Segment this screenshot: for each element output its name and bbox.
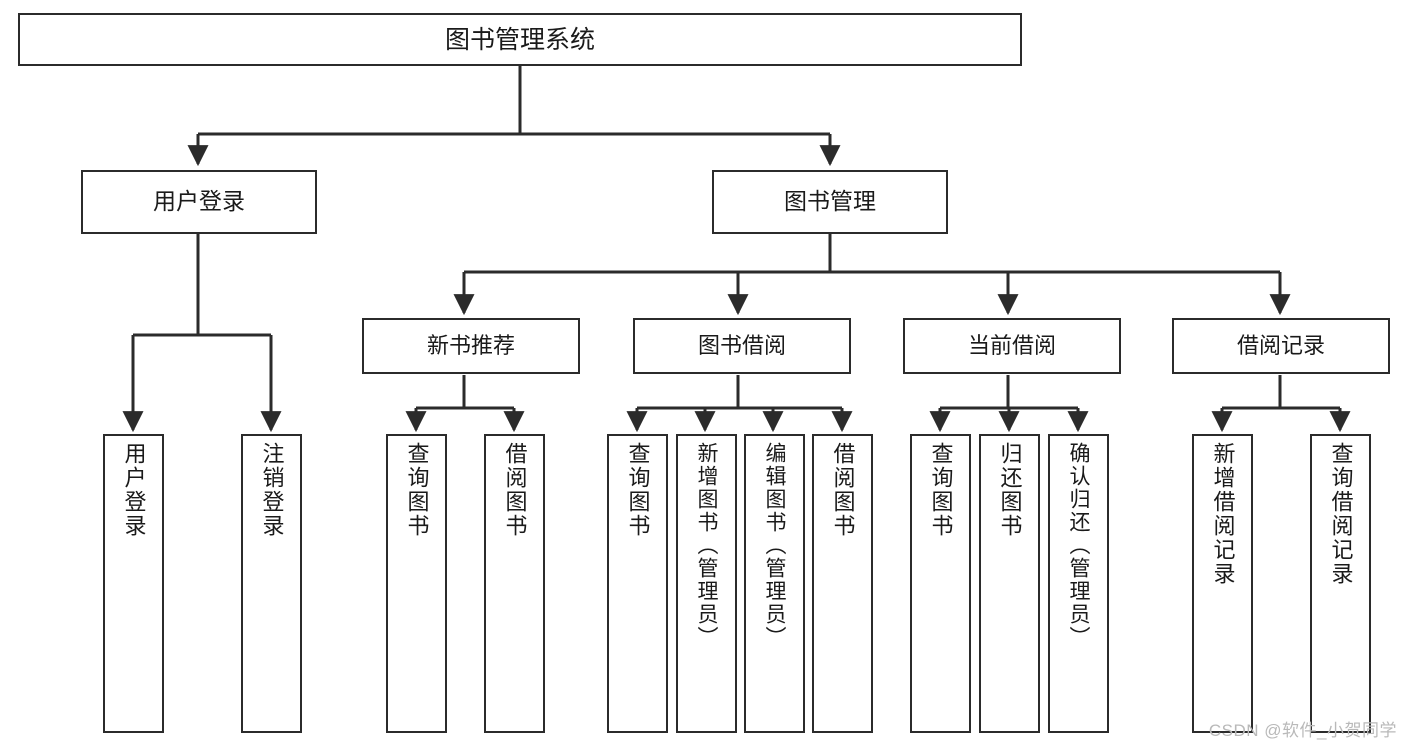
node-leaf-query-book-2-label: 查询图书 [625, 442, 651, 538]
node-leaf-add-record[interactable]: 新增借阅记录 [1192, 434, 1253, 733]
node-leaf-add-record-label: 新增借阅记录 [1210, 442, 1236, 586]
node-leaf-query-record[interactable]: 查询借阅记录 [1310, 434, 1371, 733]
node-leaf-borrow-book-1[interactable]: 借阅图书 [484, 434, 545, 733]
node-leaf-user-login-label: 用户登录 [121, 442, 147, 538]
node-leaf-add-book[interactable]: 新增图书（管理员） [676, 434, 737, 733]
node-leaf-edit-book[interactable]: 编辑图书（管理员） [744, 434, 805, 733]
node-leaf-borrow-book-2-label: 借阅图书 [830, 442, 856, 538]
node-new-book-recommend-label: 新书推荐 [426, 332, 515, 358]
node-book-borrow[interactable]: 图书借阅 [633, 318, 851, 374]
node-leaf-query-book-3[interactable]: 查询图书 [910, 434, 971, 733]
node-user-login-label: 用户登录 [153, 188, 245, 215]
node-leaf-return-book[interactable]: 归还图书 [979, 434, 1040, 733]
node-leaf-borrow-book-1-label: 借阅图书 [502, 442, 528, 538]
node-leaf-query-book-2[interactable]: 查询图书 [607, 434, 668, 733]
node-book-manage-label: 图书管理 [784, 188, 876, 215]
node-leaf-logout-label: 注销登录 [259, 442, 285, 538]
watermark: CSDN @软件_小贺同学 [1208, 721, 1397, 740]
node-leaf-query-book-3-label: 查询图书 [928, 442, 954, 538]
node-new-book-recommend[interactable]: 新书推荐 [362, 318, 580, 374]
node-current-borrow-label: 当前借阅 [967, 332, 1056, 358]
node-leaf-query-record-label: 查询借阅记录 [1328, 442, 1354, 586]
node-leaf-logout[interactable]: 注销登录 [241, 434, 302, 733]
node-leaf-borrow-book-2[interactable]: 借阅图书 [812, 434, 873, 733]
node-leaf-user-login[interactable]: 用户登录 [103, 434, 164, 733]
node-borrow-record[interactable]: 借阅记录 [1172, 318, 1390, 374]
node-leaf-query-book-1-label: 查询图书 [404, 442, 430, 538]
node-book-borrow-label: 图书借阅 [697, 332, 786, 358]
node-current-borrow[interactable]: 当前借阅 [903, 318, 1121, 374]
node-root[interactable]: 图书管理系统 [18, 13, 1022, 66]
node-leaf-return-book-label: 归还图书 [997, 442, 1023, 538]
node-user-login[interactable]: 用户登录 [81, 170, 317, 234]
node-leaf-query-book-1[interactable]: 查询图书 [386, 434, 447, 733]
node-leaf-edit-book-label: 编辑图书（管理员） [763, 442, 786, 649]
node-root-label: 图书管理系统 [444, 25, 595, 54]
node-borrow-record-label: 借阅记录 [1236, 332, 1325, 358]
node-leaf-add-book-label: 新增图书（管理员） [695, 442, 718, 649]
node-leaf-confirm-return[interactable]: 确认归还（管理员） [1048, 434, 1109, 733]
node-leaf-confirm-return-label: 确认归还（管理员） [1067, 442, 1090, 649]
node-book-manage[interactable]: 图书管理 [712, 170, 948, 234]
